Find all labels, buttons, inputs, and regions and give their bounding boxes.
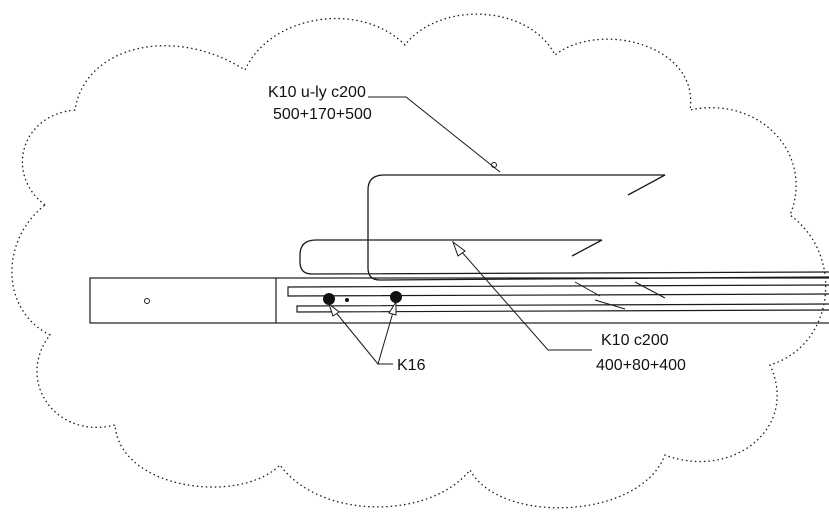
label-lower-bar-name: K10 c200	[601, 332, 669, 349]
leader-lines	[327, 96, 592, 365]
label-k16: K16	[397, 357, 426, 374]
k16-bar-left	[323, 293, 335, 305]
label-top-bar-dims: 500+170+500	[273, 106, 372, 123]
small-dot	[345, 298, 349, 302]
leader-k16-left	[328, 303, 379, 365]
lower-bent-bar	[299, 239, 829, 275]
longitudinal-bar-lines	[287, 281, 829, 313]
concrete-slab	[89, 277, 829, 324]
leader-lower-bar	[452, 241, 592, 351]
small-circle-marker	[144, 298, 150, 304]
revision-cloud	[11, 13, 827, 509]
leader-k16-right	[377, 301, 397, 365]
label-lower-bar-dims: 400+80+400	[596, 357, 686, 374]
k16-bar-dots	[323, 291, 402, 305]
top-u-bar	[367, 174, 829, 281]
label-top-bar-name: K10 u-ly c200	[268, 84, 366, 101]
leader-top-bar	[368, 96, 501, 173]
k16-bar-right	[390, 291, 402, 303]
